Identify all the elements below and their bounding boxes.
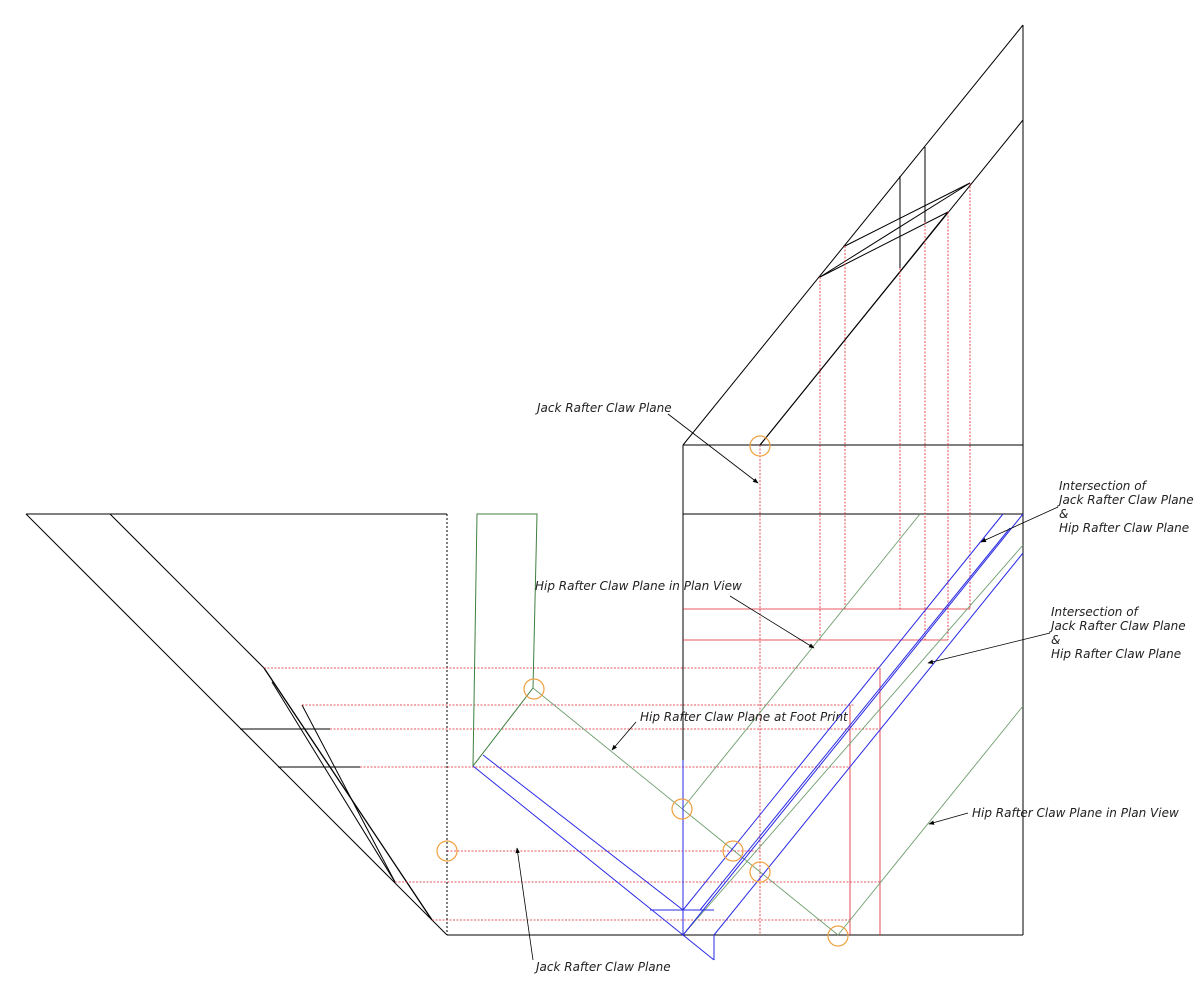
label-intersection-2-line3: &	[1051, 633, 1060, 647]
label-hip-plan-view-lower: Hip Rafter Claw Plane in Plan View	[972, 806, 1179, 820]
marker-circle	[523, 678, 545, 700]
label-intersection-2-line2: Jack Rafter Claw Plane	[1049, 619, 1186, 633]
label-intersection-1-line1: Intersection of	[1059, 479, 1148, 493]
marker-circle	[436, 840, 458, 862]
outline-geometry	[25, 24, 1024, 936]
green-planes	[472, 513, 1024, 936]
marker-circle	[671, 798, 693, 820]
label-intersection-1-line4: Hip Rafter Claw Plane	[1059, 521, 1189, 535]
leader-arrows	[515, 413, 1059, 961]
label-intersection-2-line4: Hip Rafter Claw Plane	[1051, 647, 1181, 661]
label-hip-plan-view-upper: Hip Rafter Claw Plane in Plan View	[535, 579, 742, 593]
label-intersection-1-line3: &	[1059, 507, 1068, 521]
marker-circle	[722, 840, 744, 862]
label-hip-foot-print: Hip Rafter Claw Plane at Foot Print	[640, 710, 849, 724]
intersection-markers	[436, 435, 849, 947]
label-jack-rafter-claw-plane-top: Jack Rafter Claw Plane	[535, 401, 672, 415]
label-intersection-1-line2: Jack Rafter Claw Plane	[1057, 493, 1194, 507]
marker-circle	[827, 925, 849, 947]
marker-circle	[749, 435, 771, 457]
blue-planes	[472, 513, 1024, 961]
marker-circle	[749, 861, 771, 883]
projection-lines	[264, 183, 971, 935]
label-jack-rafter-claw-plane-bottom: Jack Rafter Claw Plane	[534, 960, 671, 974]
label-intersection-2-line1: Intersection of	[1051, 605, 1140, 619]
annotation-labels: Jack Rafter Claw Plane Intersection of J…	[534, 401, 1194, 974]
